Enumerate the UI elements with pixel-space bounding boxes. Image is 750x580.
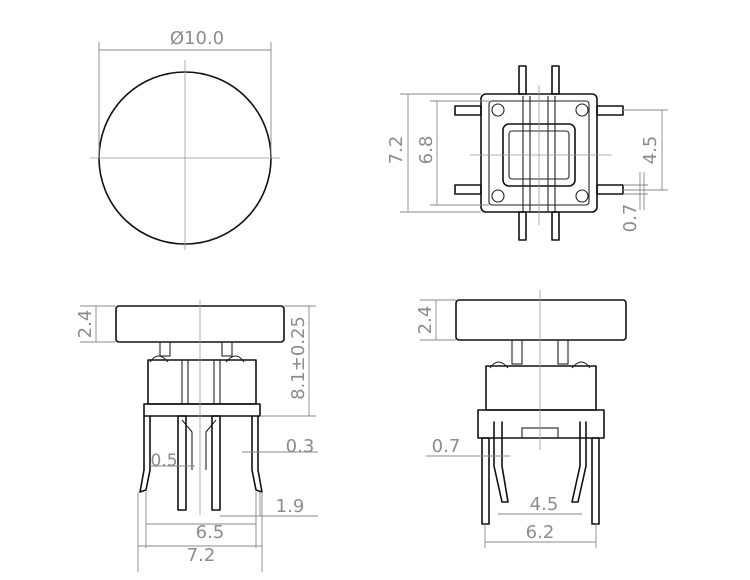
side-pin-pitch-label: 4.5: [530, 494, 559, 515]
pad-size-label: 0.7: [620, 204, 641, 233]
side-cap-height-label: 2.4: [415, 306, 436, 335]
pad-left-top: [454, 105, 482, 116]
front-cap-height-label: 2.4: [75, 310, 96, 339]
pad-right-bottom: [596, 184, 624, 195]
front-lead-right: [251, 415, 263, 493]
lead-top-right: [551, 65, 560, 95]
side-stem-right: [557, 339, 569, 365]
front-offset-label: 0.3: [286, 436, 315, 457]
side-lead-width-label: 0.7: [432, 436, 461, 457]
side-stem-left: [511, 339, 523, 365]
front-lead-c2: [211, 415, 221, 511]
front-total-height-label: 8.1±0.25: [288, 316, 309, 400]
lead-top-left: [518, 65, 527, 95]
front-body-width-label: 7.2: [187, 545, 216, 566]
side-body: [485, 365, 597, 411]
side-cap: [455, 299, 627, 341]
diameter-label: Ø10.0: [170, 28, 224, 49]
front-lead-c1: [177, 415, 187, 511]
side-lead-inner-left: [493, 421, 509, 503]
inner-size-label: 6.8: [416, 136, 437, 165]
front-lead-left: [139, 415, 151, 493]
front-pin-pitch-label: 6.5: [196, 522, 225, 543]
post-tl: [491, 103, 505, 117]
side-lead-outer-left: [481, 437, 490, 525]
post-br: [575, 189, 589, 203]
front-spread-label: 1.9: [276, 496, 305, 517]
top-view: Ø10.0: [90, 28, 280, 250]
front-view: 2.4 8.1±0.25 0.3 0.5 1.9 6.5 7.2: [75, 300, 318, 572]
lead-bottom-left: [518, 211, 527, 241]
front-dome-left: [149, 355, 169, 363]
front-body: [147, 359, 257, 405]
front-lead-bend-1: [181, 419, 193, 470]
side-base: [477, 409, 605, 439]
front-dome-right: [225, 355, 245, 363]
front-lead-bend-2: [205, 419, 217, 470]
pad-left-bottom: [454, 184, 482, 195]
post-bl: [491, 189, 505, 203]
side-dome-left: [489, 361, 509, 369]
side-body-width-label: 6.2: [526, 522, 555, 543]
body-size-label: 7.2: [386, 136, 407, 165]
front-lead-width-label: 0.5: [150, 451, 177, 471]
footprint-view: 7.2 6.8 4.5 0.7: [386, 65, 668, 241]
side-lead-outer-right: [591, 437, 600, 525]
front-stem-left: [159, 341, 171, 357]
side-view: 2.4 0.7 4.5 6.2: [415, 290, 627, 548]
side-dome-right: [571, 361, 591, 369]
lead-bottom-right: [551, 211, 560, 241]
pitch-label: 4.5: [640, 136, 661, 165]
front-base: [143, 403, 261, 417]
side-lead-inner-right: [571, 421, 587, 503]
front-stem-right: [221, 341, 233, 357]
pad-right-top: [596, 105, 624, 116]
post-tr: [575, 103, 589, 117]
